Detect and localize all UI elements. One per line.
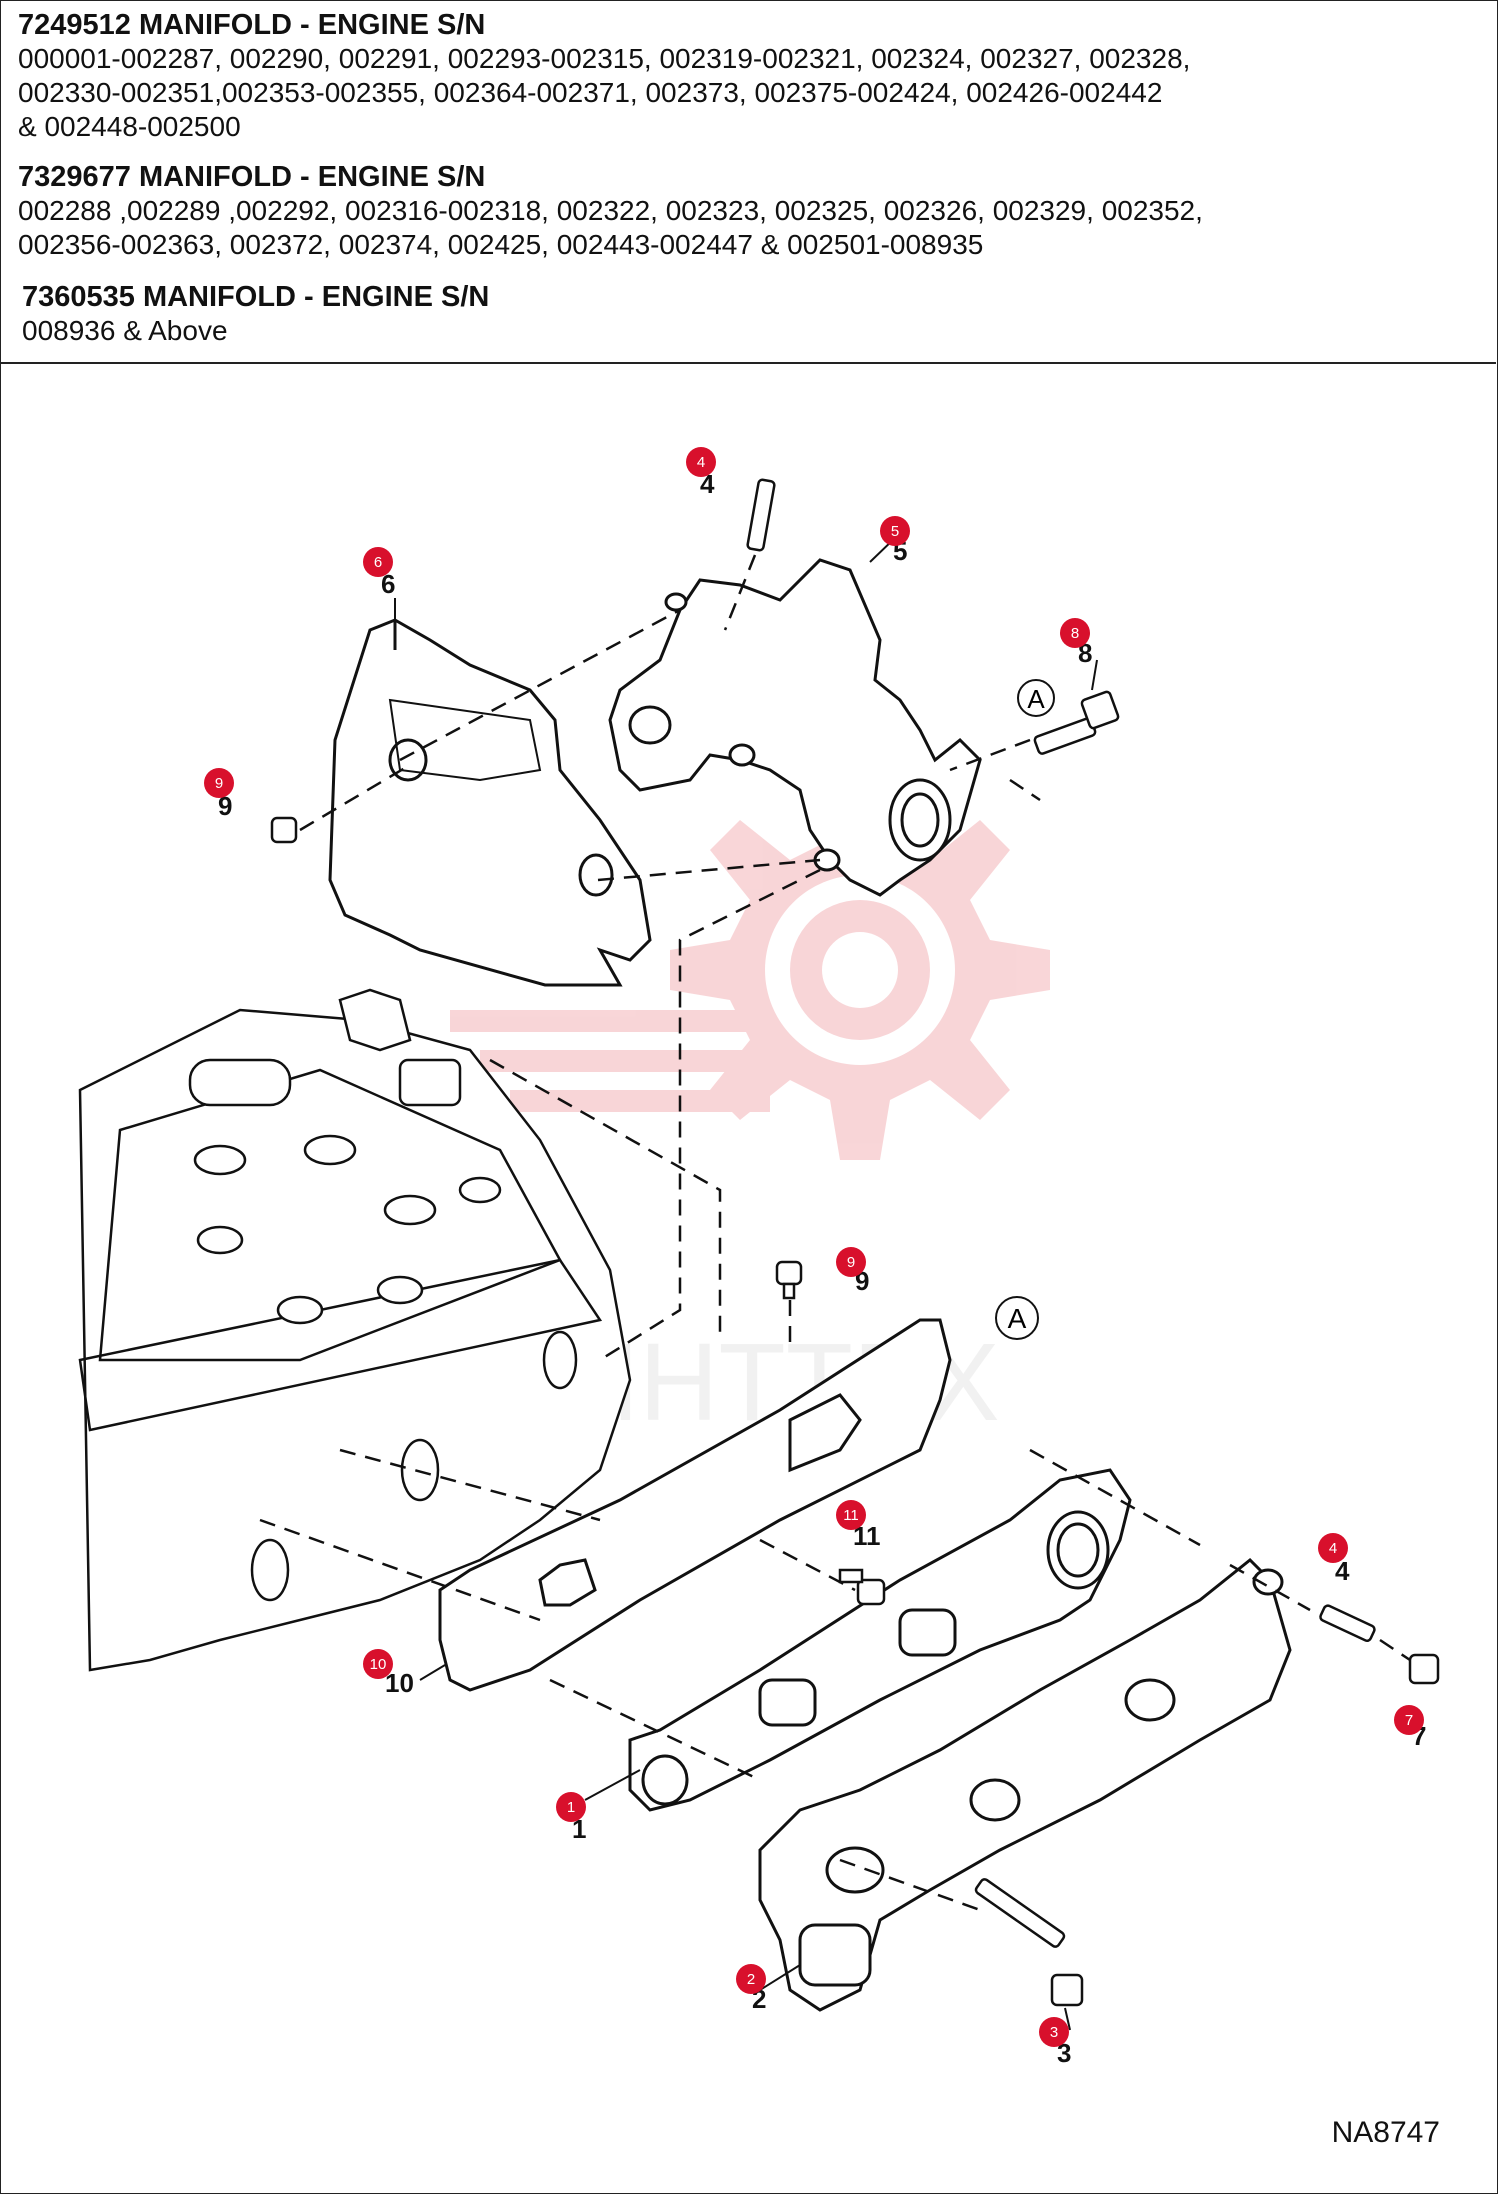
callout-4-right[interactable]: 4 <box>1318 1533 1348 1563</box>
svg-text:4: 4 <box>1335 1556 1350 1586</box>
serial-line: 008936 & Above <box>22 315 228 346</box>
callout-11[interactable]: 11 <box>836 1500 866 1530</box>
svg-text:1: 1 <box>572 1814 586 1844</box>
svg-text:2: 2 <box>747 1971 755 1988</box>
nut-7 <box>1408 1653 1440 1685</box>
stud-4-right <box>1319 1604 1376 1643</box>
callout-7[interactable]: 7 <box>1394 1705 1424 1735</box>
callout-6[interactable]: 6 <box>363 547 393 577</box>
svg-text:6: 6 <box>381 569 395 599</box>
svg-text:9: 9 <box>215 775 223 792</box>
svg-text:5: 5 <box>891 523 899 540</box>
callout-4-top[interactable]: 4 <box>686 447 716 477</box>
serial-line: 000001-002287, 002290, 002291, 002293-00… <box>18 43 1191 74</box>
heat-shield <box>328 618 652 987</box>
callout-5[interactable]: 5 <box>880 516 910 546</box>
assembly-lines <box>259 554 1411 1912</box>
manifold-7249512-block: 7249512 MANIFOLD - ENGINE S/N 000001-002… <box>18 8 1190 144</box>
svg-text:A: A <box>1008 1303 1027 1334</box>
detail-ref-a-2: A <box>995 1296 1039 1340</box>
bolt-8 <box>1033 690 1120 755</box>
svg-text:A: A <box>1027 684 1045 714</box>
bolt-3 <box>974 1878 1084 2007</box>
bolt-9-left <box>270 816 298 844</box>
callout-9-left[interactable]: 9 <box>204 768 234 798</box>
callout-10[interactable]: 10 <box>363 1649 393 1679</box>
bolt-9-mid <box>775 1260 803 1300</box>
svg-text:10: 10 <box>370 1656 387 1673</box>
svg-text:7: 7 <box>1405 1712 1413 1729</box>
svg-text:9: 9 <box>218 791 232 821</box>
svg-text:4: 4 <box>697 454 705 471</box>
block-title: 7360535 MANIFOLD - ENGINE S/N <box>22 281 490 313</box>
fasteners <box>270 478 1440 2007</box>
manifold-gasket <box>438 1318 952 1692</box>
engine-cylinder-head <box>78 988 632 1672</box>
callout-3[interactable]: 3 <box>1039 2017 1069 2047</box>
svg-text:11: 11 <box>843 1507 859 1524</box>
bolt-11 <box>838 1568 886 1606</box>
svg-text:1: 1 <box>567 1799 575 1816</box>
svg-text:6: 6 <box>374 554 382 571</box>
callout-2[interactable]: 2 <box>736 1964 766 1994</box>
part-numbers: 4 5 6 8 9 9 11 4 10 7 1 2 3 <box>218 469 1426 2068</box>
block-title: 7249512 MANIFOLD - ENGINE S/N <box>18 9 486 41</box>
serial-line: & 002448-002500 <box>18 111 241 142</box>
block-title: 7329677 MANIFOLD - ENGINE S/N <box>18 161 486 193</box>
turbo-bracket <box>608 558 982 897</box>
callout-9-mid[interactable]: 9 <box>836 1247 866 1277</box>
svg-text:4: 4 <box>1329 1540 1337 1557</box>
svg-text:3: 3 <box>1057 2038 1071 2068</box>
exploded-parts-diagram: ИНТТЕХ <box>78 447 1440 2068</box>
manifold-7360535-block: 7360535 MANIFOLD - ENGINE S/N 008936 & A… <box>22 280 489 348</box>
exhaust-gasket <box>628 1468 1132 1812</box>
drawing-code: NA8747 <box>1331 2116 1440 2149</box>
watermark-logo: ИНТТЕХ <box>450 780 1050 1444</box>
serial-line: 002330-002351,002353-002355, 002364-0023… <box>18 77 1163 108</box>
detail-ref-a-1: A <box>1017 679 1055 717</box>
svg-text:3: 3 <box>1050 2024 1058 2041</box>
serial-line: 002356-002363, 002372, 002374, 002425, 0… <box>18 229 984 260</box>
callout-1[interactable]: 1 <box>556 1792 586 1822</box>
serial-number-header: 7249512 MANIFOLD - ENGINE S/N 000001-002… <box>0 0 1496 364</box>
svg-text:8: 8 <box>1071 625 1079 642</box>
svg-text:9: 9 <box>847 1254 855 1271</box>
exhaust-manifold <box>758 1557 1292 2012</box>
callout-8[interactable]: 8 <box>1060 618 1090 648</box>
manifold-7329677-block: 7329677 MANIFOLD - ENGINE S/N 002288 ,00… <box>18 160 1203 262</box>
stud-4-top <box>746 478 776 552</box>
serial-line: 002288 ,002289 ,002292, 002316-002318, 0… <box>18 195 1203 226</box>
